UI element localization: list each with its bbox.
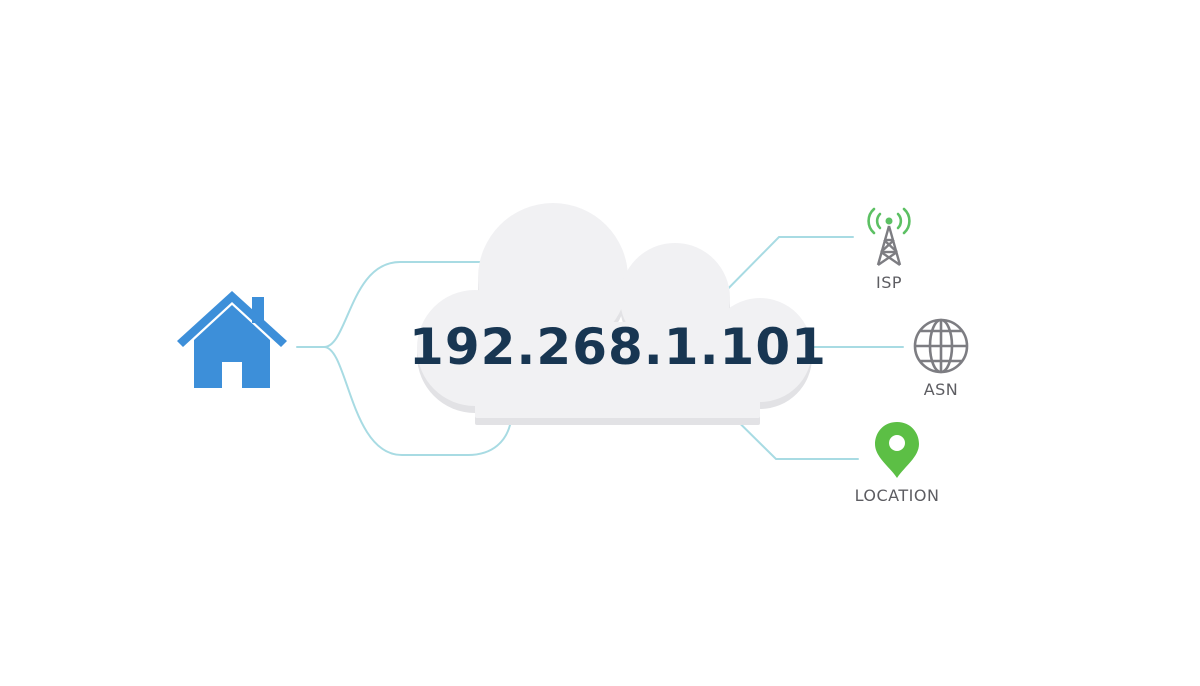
connector-cloud-to-isp [709, 236, 854, 308]
connector-house-to-cloud-bottom [323, 346, 511, 456]
location-label: LOCATION [855, 486, 940, 505]
globe-icon [913, 318, 969, 374]
cloud-shape [417, 203, 812, 425]
asn-label: ASN [924, 380, 959, 399]
connector-house-to-cloud-top [296, 261, 525, 348]
radio-tower-icon [867, 207, 911, 266]
isp-label: ISP [876, 273, 902, 292]
home-icon [177, 291, 287, 388]
location-pin-icon [875, 422, 919, 478]
ip-address-text: 192.268.1.101 [409, 318, 827, 376]
